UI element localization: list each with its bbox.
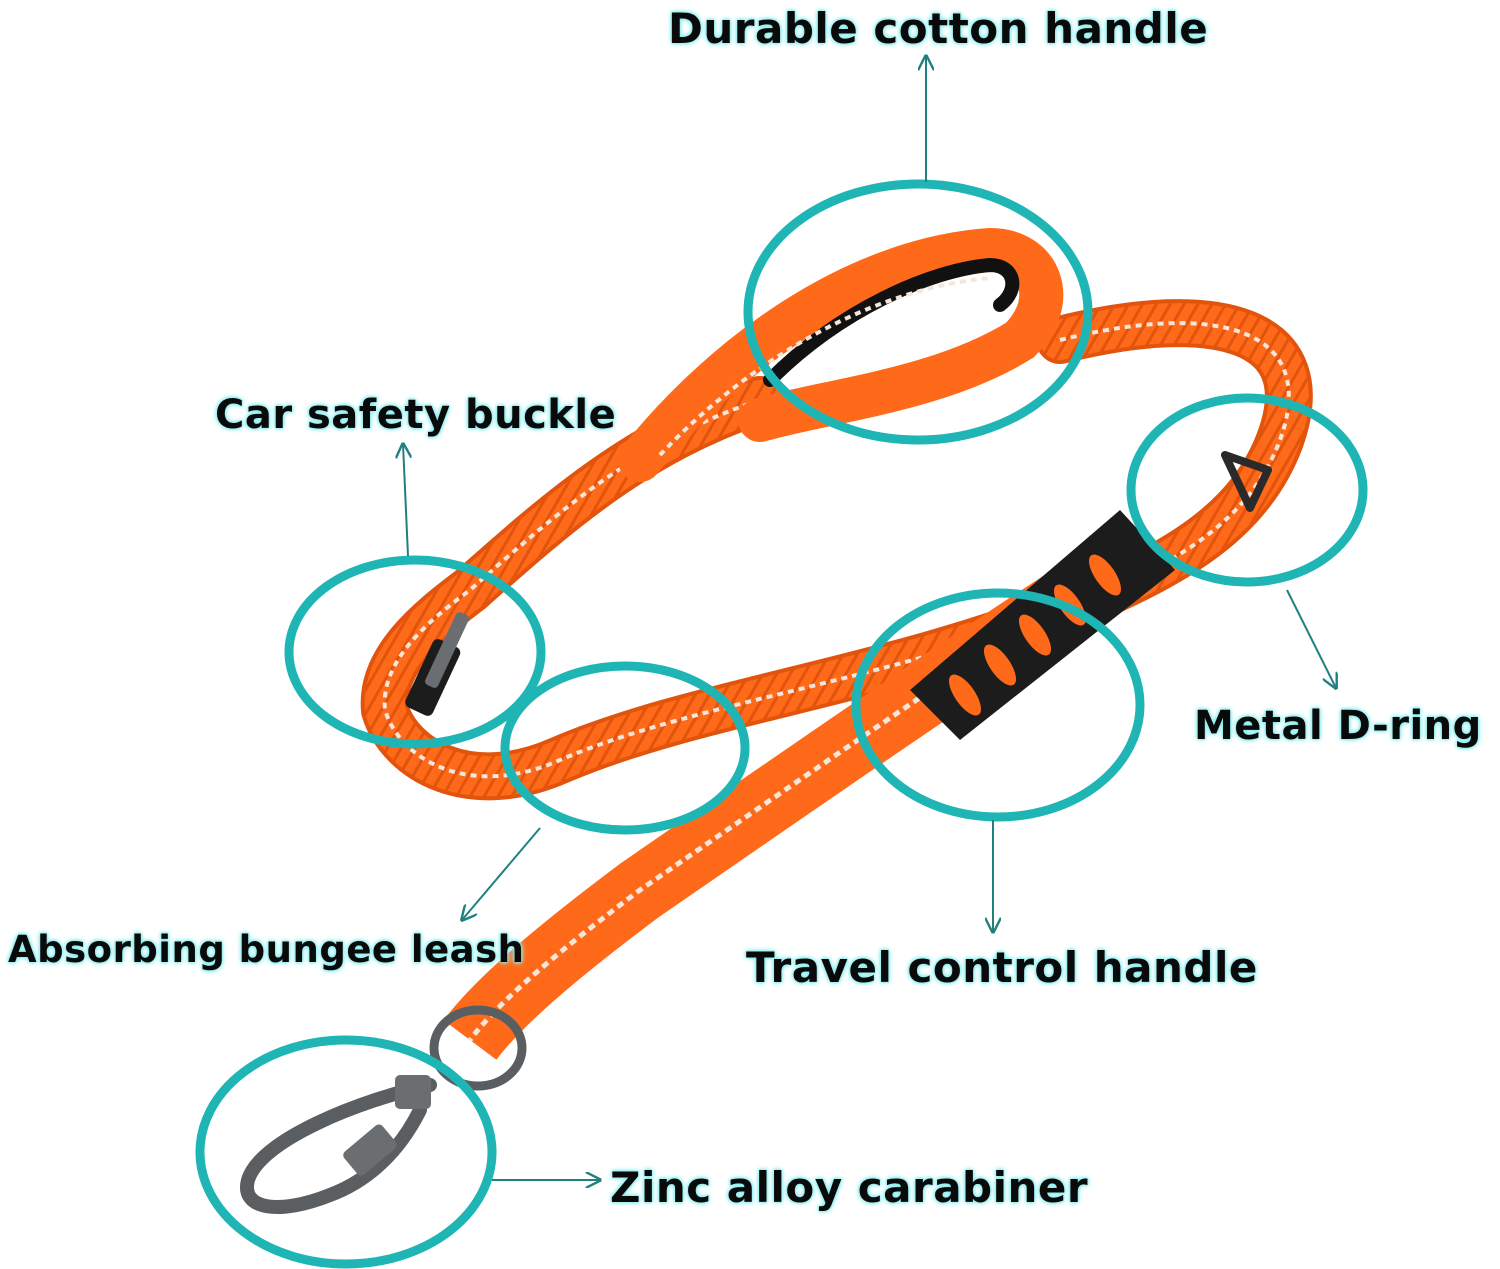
car-safety-buckle-part xyxy=(405,612,469,716)
callout-d-ring xyxy=(1126,393,1368,587)
arrow-bungee xyxy=(462,827,541,920)
arrow-car-buckle xyxy=(403,444,408,557)
d-ring xyxy=(1221,451,1272,512)
callout-car-buckle xyxy=(284,555,546,749)
label-travel-control-handle: Travel control handle xyxy=(746,943,1258,992)
callout-circles xyxy=(195,179,1368,1269)
label-zinc-alloy-carabiner: Zinc alloy carabiner xyxy=(610,1163,1089,1212)
cotton-handle-loop xyxy=(618,227,1064,482)
callout-arrows xyxy=(403,56,1336,1180)
callout-travel-handle xyxy=(851,588,1145,822)
bungee-section xyxy=(360,299,1313,801)
label-car-safety-buckle: Car safety buckle xyxy=(215,392,617,438)
label-absorbing-bungee-leash: Absorbing bungee leash xyxy=(8,928,525,971)
label-durable-cotton-handle: Durable cotton handle xyxy=(668,4,1209,53)
carabiner-part xyxy=(240,1005,527,1214)
callout-cotton-handle xyxy=(743,179,1093,445)
callout-bungee xyxy=(500,661,750,835)
arrow-d-ring xyxy=(1286,589,1336,688)
callout-carabiner xyxy=(195,1035,497,1269)
label-metal-d-ring: Metal D-ring xyxy=(1194,703,1482,749)
